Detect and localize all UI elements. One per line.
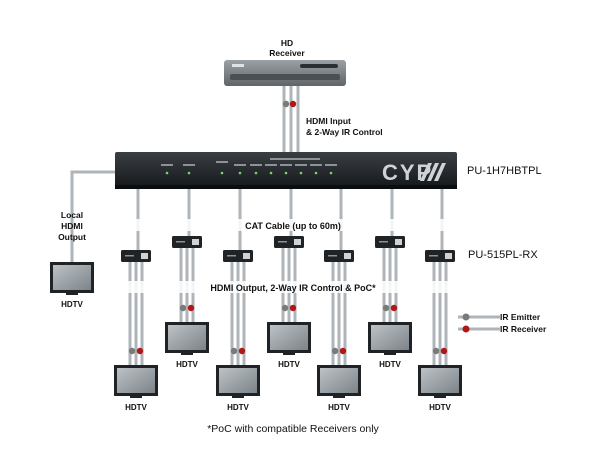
hdmi-input-line1: HDMI Input bbox=[306, 116, 351, 126]
receiver-model-label: PU-515PL-RX bbox=[468, 249, 538, 261]
hdtv-stand bbox=[434, 396, 446, 398]
ir-receiver-icon bbox=[440, 347, 448, 355]
hdtv-screen bbox=[320, 368, 358, 393]
ir-emitter-icon bbox=[128, 347, 136, 355]
ir-receiver-icon bbox=[289, 304, 297, 312]
ir-receiver-icon bbox=[136, 347, 144, 355]
receiver-cables bbox=[282, 86, 300, 152]
hdtv-screen bbox=[219, 368, 257, 393]
legend: IR Emitter IR Receiver bbox=[458, 312, 547, 334]
rj45-port-icon bbox=[243, 253, 250, 259]
legend-ir-receiver-label: IR Receiver bbox=[500, 324, 547, 334]
output-channels: HDTV HDTV HDTV HDTV HDTV HDTV HDTV bbox=[114, 189, 462, 412]
receiver-led bbox=[328, 255, 337, 257]
ir-receiver-icon bbox=[339, 347, 347, 355]
ir-receiver-icon bbox=[238, 347, 246, 355]
rj45-port-icon bbox=[294, 239, 301, 245]
legend-ir-receiver-icon bbox=[462, 325, 470, 333]
legend-ir-emitter-icon bbox=[462, 313, 470, 321]
receiver-label-line2: Receiver bbox=[269, 48, 305, 58]
hdtv-stand bbox=[181, 353, 193, 355]
hdtv-screen bbox=[168, 325, 206, 350]
hdtv-label: HDTV bbox=[328, 403, 350, 412]
channel-2: HDTV bbox=[165, 189, 209, 369]
hdtv-stand bbox=[130, 396, 142, 398]
cat-band bbox=[108, 219, 478, 231]
channel-4: HDTV bbox=[267, 189, 311, 369]
local-output-line3: Output bbox=[58, 232, 86, 242]
matrix-model-label: PU-1H7HBTPL bbox=[467, 165, 542, 177]
local-output-line1: Local bbox=[61, 210, 83, 220]
channel-5: HDTV bbox=[317, 189, 361, 412]
local-hdtv-label: HDTV bbox=[61, 300, 83, 309]
hdtv-screen bbox=[421, 368, 459, 393]
hdtv-stand bbox=[333, 396, 345, 398]
hdtv-label: HDTV bbox=[379, 360, 401, 369]
hd-receiver-device bbox=[224, 60, 346, 86]
rj45-port-icon bbox=[445, 253, 452, 259]
footnote: *PoC with compatible Receivers only bbox=[207, 423, 379, 435]
ir-emitter-icon bbox=[281, 304, 289, 312]
ir-receiver-icon bbox=[390, 304, 398, 312]
rj45-port-icon bbox=[192, 239, 199, 245]
hdmi-output-label: HDMI Output, 2-Way IR Control & PoC* bbox=[210, 283, 376, 293]
ir-emitter-icon bbox=[331, 347, 339, 355]
ir-emitter-icon bbox=[432, 347, 440, 355]
cat-cable-label: CAT Cable (up to 60m) bbox=[245, 221, 341, 231]
hdtv-label: HDTV bbox=[429, 403, 451, 412]
receiver-led bbox=[429, 255, 438, 257]
hdtv-label: HDTV bbox=[176, 360, 198, 369]
hdtv-label: HDTV bbox=[278, 360, 300, 369]
hdtv-screen bbox=[117, 368, 155, 393]
ir-emitter-icon bbox=[382, 304, 390, 312]
hdtv-stand bbox=[384, 353, 396, 355]
channel-7: HDTV bbox=[418, 189, 462, 412]
legend-ir-emitter-label: IR Emitter bbox=[500, 312, 541, 322]
hdtv-screen bbox=[270, 325, 308, 350]
ir-receiver-icon bbox=[289, 100, 297, 108]
local-output-line2: HDMI bbox=[61, 221, 83, 231]
hdtv-label: HDTV bbox=[125, 403, 147, 412]
hdtv-screen bbox=[371, 325, 409, 350]
local-hdtv bbox=[50, 262, 94, 295]
receiver-led bbox=[227, 255, 236, 257]
hdtv-label: HDTV bbox=[227, 403, 249, 412]
ir-receiver-icon bbox=[187, 304, 195, 312]
matrix-transmitter-device: CYP bbox=[115, 152, 457, 189]
channel-3: HDTV bbox=[216, 189, 260, 412]
receiver-led bbox=[176, 241, 185, 243]
hdtv-stand bbox=[232, 396, 244, 398]
receiver-led bbox=[278, 241, 287, 243]
rj45-port-icon bbox=[141, 253, 148, 259]
channel-1: HDTV bbox=[114, 189, 158, 412]
receiver-led bbox=[125, 255, 134, 257]
local-output-cable bbox=[70, 170, 115, 262]
output-band bbox=[108, 281, 478, 293]
receiver-label-line1: HD bbox=[281, 38, 293, 48]
channel-6: HDTV bbox=[368, 189, 412, 369]
ir-emitter-icon bbox=[230, 347, 238, 355]
rj45-port-icon bbox=[395, 239, 402, 245]
ir-emitter-icon bbox=[179, 304, 187, 312]
hdmi-input-line2: & 2-Way IR Control bbox=[306, 127, 383, 137]
hdtv-stand bbox=[283, 353, 295, 355]
ir-emitter-icon bbox=[282, 100, 290, 108]
receiver-led bbox=[379, 241, 388, 243]
rj45-port-icon bbox=[344, 253, 351, 259]
